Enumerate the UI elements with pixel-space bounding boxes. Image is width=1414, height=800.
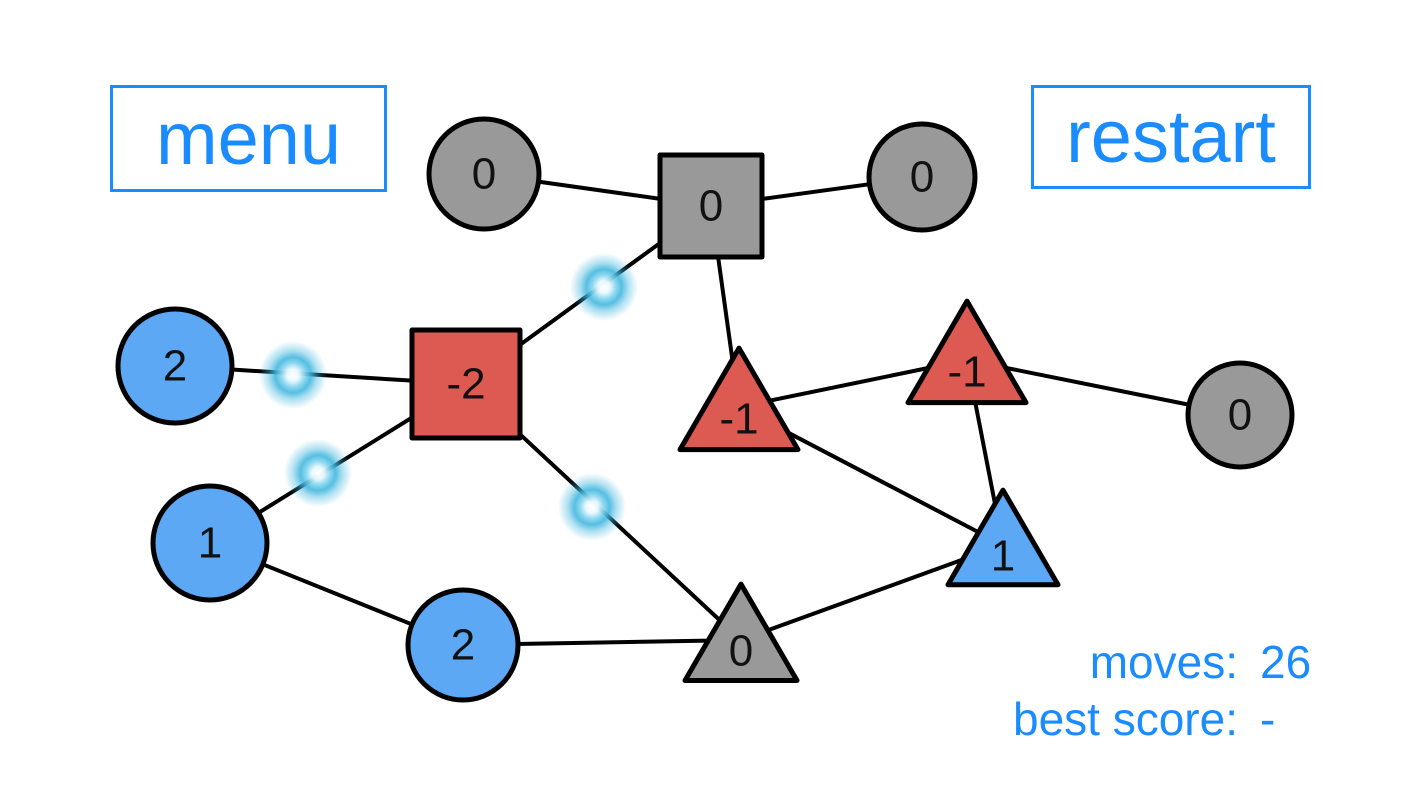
node-shape	[682, 581, 800, 683]
graph-edge[interactable]	[259, 561, 416, 628]
graph-edge[interactable]	[765, 557, 965, 633]
graph-node-circle[interactable]: 1	[150, 483, 270, 603]
node-shape	[1185, 360, 1295, 470]
best-score-row: best score: -	[1013, 691, 1336, 748]
node-shape	[657, 152, 765, 260]
graph-node-circle[interactable]: 2	[405, 587, 521, 703]
graph-node-square[interactable]: -2	[409, 327, 523, 441]
restart-button[interactable]: restart	[1031, 85, 1311, 189]
graph-node-circle[interactable]: 0	[866, 121, 978, 233]
edge-orb-marker[interactable]	[259, 341, 327, 409]
graph-node-square[interactable]: 0	[657, 152, 765, 260]
graph-edge[interactable]	[513, 638, 711, 647]
graph-edge[interactable]	[786, 430, 981, 535]
graph-node-circle[interactable]: 0	[426, 116, 542, 232]
node-shape	[409, 327, 523, 441]
graph-edge[interactable]	[534, 179, 664, 202]
graph-node-triangle[interactable]: -1	[905, 298, 1029, 406]
best-score-value: -	[1260, 693, 1276, 745]
node-shape	[426, 116, 542, 232]
moves-value: 26	[1260, 636, 1312, 688]
graph-edge[interactable]	[973, 400, 998, 506]
best-score-label: best score:	[1013, 693, 1238, 745]
orb-layer[interactable]	[259, 253, 638, 541]
graph-edge[interactable]	[758, 181, 874, 202]
score-panel: moves: 26 best score: -	[1013, 634, 1336, 748]
node-shape	[115, 306, 235, 426]
moves-row: moves: 26	[1013, 634, 1336, 691]
node-shape	[405, 587, 521, 703]
node-shape	[905, 298, 1029, 406]
graph-edge[interactable]	[715, 253, 735, 362]
node-shape	[677, 345, 801, 453]
node-shape	[945, 487, 1061, 588]
node-shape	[866, 121, 978, 233]
graph-node-triangle[interactable]: 1	[945, 487, 1061, 588]
node-shape	[150, 483, 270, 603]
edge-orb-marker[interactable]	[570, 253, 638, 321]
moves-label: moves:	[1089, 636, 1238, 688]
graph-node-triangle[interactable]: 0	[682, 581, 800, 683]
graph-node-circle[interactable]: 0	[1185, 360, 1295, 470]
graph-edge[interactable]	[1003, 365, 1193, 408]
graph-node-circle[interactable]: 2	[115, 306, 235, 426]
edge-orb-marker[interactable]	[558, 473, 626, 541]
menu-button[interactable]: menu	[110, 85, 387, 192]
edge-orb-marker[interactable]	[284, 439, 352, 507]
graph-edge[interactable]	[767, 366, 931, 403]
